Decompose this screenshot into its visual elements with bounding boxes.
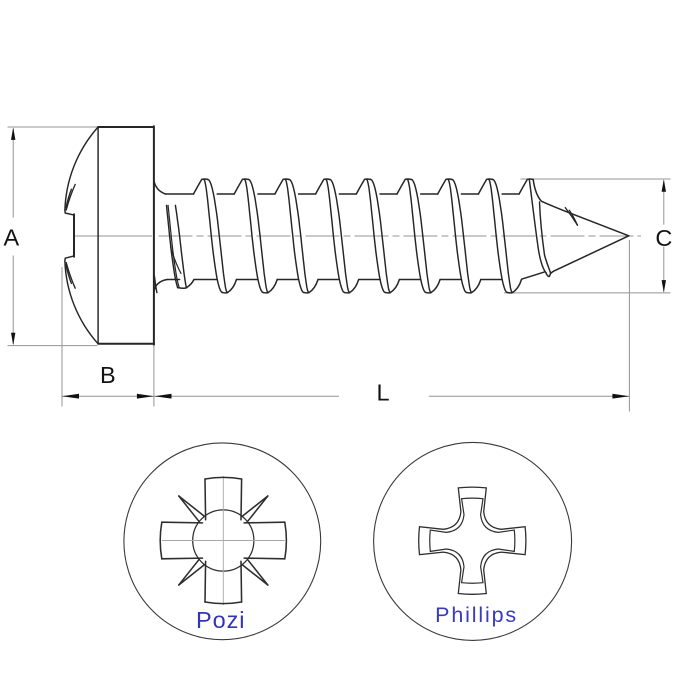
svg-text:B: B <box>100 362 116 388</box>
svg-text:A: A <box>4 224 20 250</box>
svg-text:C: C <box>655 225 672 251</box>
svg-text:Phillips: Phillips <box>435 603 518 627</box>
svg-text:L: L <box>376 379 389 405</box>
svg-text:Pozi: Pozi <box>196 607 245 633</box>
